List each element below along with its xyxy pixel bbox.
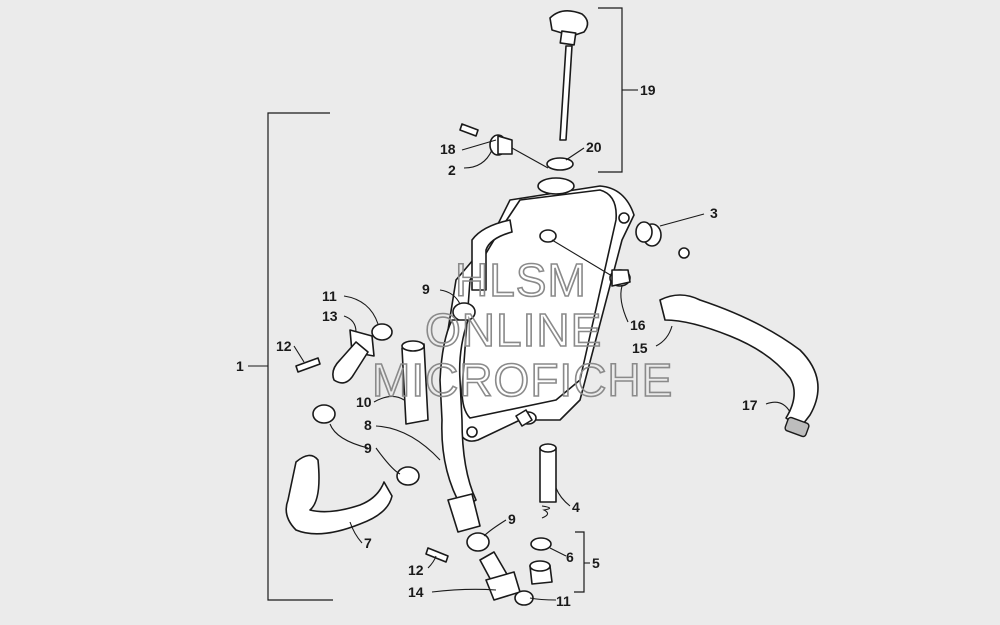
clamp-16 — [609, 269, 631, 287]
clamp-9-bottom — [466, 532, 490, 552]
leader-2 — [463, 149, 493, 169]
bracket-5 — [574, 531, 585, 593]
callout-7: 7 — [364, 535, 372, 551]
hose-10-end — [401, 340, 425, 352]
callout-1: 1 — [236, 358, 244, 374]
leader-line-spacer — [511, 147, 549, 169]
strainer-4 — [539, 443, 557, 519]
leader-10 — [373, 395, 405, 403]
callout-4: 4 — [572, 499, 580, 515]
callout-9-bottom: 9 — [508, 511, 516, 527]
leader-20 — [565, 147, 585, 161]
bracket-19 — [598, 7, 623, 173]
tank-outlet — [515, 409, 533, 427]
leader-15 — [655, 325, 673, 347]
o-ring-11-top — [371, 323, 393, 341]
bolt-12-bottom — [425, 547, 449, 563]
callout-12-bottom: 12 — [408, 562, 424, 578]
callout-14: 14 — [408, 584, 424, 600]
callout-10: 10 — [356, 394, 372, 410]
callout-8: 8 — [364, 417, 372, 433]
callout-9-top: 9 — [422, 281, 430, 297]
leader-9-left — [329, 423, 369, 449]
callout-5: 5 — [592, 555, 600, 571]
clamp-9-mid — [396, 466, 420, 486]
callout-9-mid: 9 — [364, 440, 372, 456]
hose-8 — [439, 319, 477, 509]
callout-3: 3 — [710, 205, 718, 221]
bolt-18 — [459, 123, 479, 137]
leader-16 — [620, 285, 629, 323]
callout-15: 15 — [632, 340, 648, 356]
leader-18 — [461, 139, 497, 151]
fitting-line — [551, 239, 613, 277]
o-ring-20 — [546, 157, 574, 171]
washer-6 — [530, 537, 552, 551]
bracket-assembly-1 — [267, 112, 333, 601]
leader-11-bottom — [529, 597, 557, 601]
callout-13: 13 — [322, 308, 338, 324]
leader-4 — [555, 487, 571, 507]
spacer-2 — [489, 134, 513, 156]
callout-20: 20 — [586, 139, 602, 155]
leader-9-top — [439, 289, 461, 305]
callout-11-top: 11 — [322, 288, 337, 304]
leader-12-top — [293, 345, 305, 363]
leader-12-bottom — [427, 555, 437, 569]
watermark-line2: ONLINE — [425, 304, 602, 356]
callout-18: 18 — [440, 141, 456, 157]
watermark-line1: HLSM — [455, 254, 587, 306]
vent-hose-15 — [659, 294, 819, 429]
leader-11-top — [343, 295, 379, 325]
leader-14 — [431, 588, 497, 593]
leader-9-bottom — [483, 519, 507, 537]
drain-plug-5 — [529, 560, 553, 585]
bolt-12-top — [295, 357, 321, 373]
leader-8 — [375, 425, 441, 461]
leader-17 — [765, 401, 791, 413]
leader-3 — [659, 213, 705, 227]
hose-7 — [285, 454, 393, 535]
callout-12-top: 12 — [276, 338, 292, 354]
callout-11-bottom: 11 — [556, 593, 571, 609]
callout-16: 16 — [630, 317, 646, 333]
fitting-13 — [332, 329, 375, 384]
grommet-3 — [635, 221, 690, 259]
leader-9-mid — [375, 447, 401, 475]
callout-19: 19 — [640, 82, 656, 98]
leader-6 — [549, 547, 567, 557]
watermark-line3: MICROFICHE — [372, 354, 673, 406]
clamp-9-left — [312, 404, 336, 424]
dipstick — [549, 10, 589, 141]
leader-7 — [349, 521, 363, 544]
callout-17: 17 — [742, 397, 758, 413]
vent-filter-17 — [784, 416, 810, 438]
fitting-14 — [479, 551, 521, 601]
callout-2: 2 — [448, 162, 456, 178]
leader-13 — [343, 315, 357, 333]
hose-8-end — [447, 493, 481, 533]
callout-6: 6 — [566, 549, 574, 565]
